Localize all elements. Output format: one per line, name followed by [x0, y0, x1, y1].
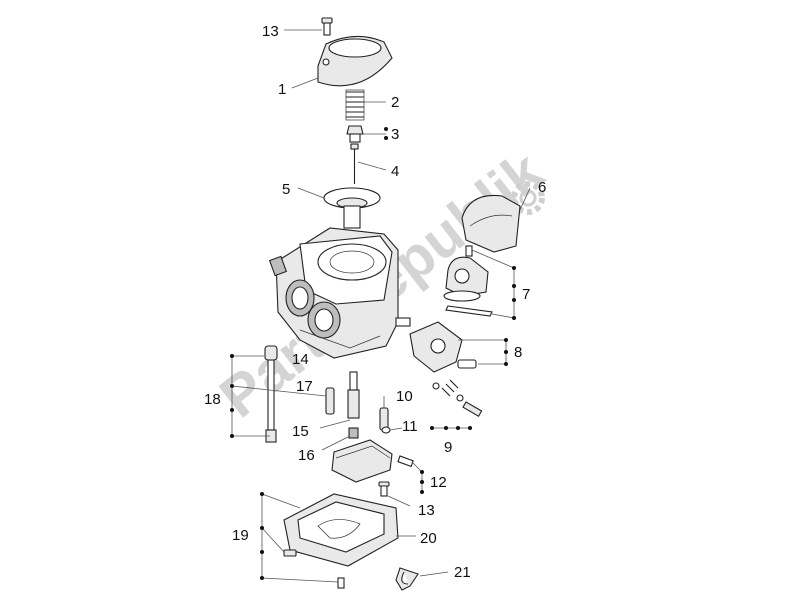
part-13-screw-lower: [378, 481, 390, 497]
callout-6: 6: [538, 179, 546, 196]
gear-icon: [511, 181, 545, 215]
callout-3: 3: [391, 126, 399, 143]
callout-17: 17: [296, 378, 313, 395]
part-4-needle: [350, 143, 359, 184]
part-6-cap: [461, 194, 521, 253]
part-3-needle-holder: [346, 125, 364, 143]
part-13-screw-top: [321, 17, 333, 36]
part-14-needle-jet: [264, 345, 278, 443]
part-17-jet: [325, 387, 335, 415]
callout-13-lower: 13: [418, 502, 435, 519]
callout-7: 7: [522, 286, 530, 303]
part-5-diaphragm: [323, 187, 381, 229]
part-16-jet: [348, 427, 359, 439]
part-1-cover: [317, 35, 393, 87]
callouts: 13 1 2 3 4 5 6 7 8 9 10 11 12 13 14 17 1…: [204, 23, 546, 581]
callout-11: 11: [402, 418, 418, 435]
part-8-housing: [409, 321, 477, 373]
callout-19: 19: [232, 527, 249, 544]
callout-13-top: 13: [262, 23, 279, 40]
callout-14: 14: [292, 351, 309, 368]
part-19-screws: [283, 549, 345, 589]
part-15-jet: [347, 371, 360, 419]
callout-12: 12: [430, 474, 447, 491]
callout-10: 10: [396, 388, 413, 405]
part-2-spring: [345, 89, 365, 121]
carburetor-body: [268, 227, 411, 359]
part-7-assembly: [443, 245, 493, 317]
callout-1: 1: [278, 81, 286, 98]
group-dots: [230, 127, 516, 580]
callout-4: 4: [391, 163, 399, 180]
callout-8: 8: [514, 344, 522, 361]
callout-16: 16: [298, 447, 315, 464]
part-20-float-bowl: [283, 493, 399, 567]
callout-5: 5: [282, 181, 290, 198]
callout-15: 15: [292, 423, 309, 440]
callout-2: 2: [391, 94, 399, 111]
callout-18: 18: [204, 391, 221, 408]
part-9-screw-set: [432, 379, 483, 417]
part-21-clamp: [395, 567, 419, 591]
callout-9: 9: [444, 439, 452, 456]
part-12-float: [331, 439, 414, 483]
callout-20: 20: [420, 530, 437, 547]
part-11-o-ring: [381, 426, 391, 434]
callout-21: 21: [454, 564, 471, 581]
